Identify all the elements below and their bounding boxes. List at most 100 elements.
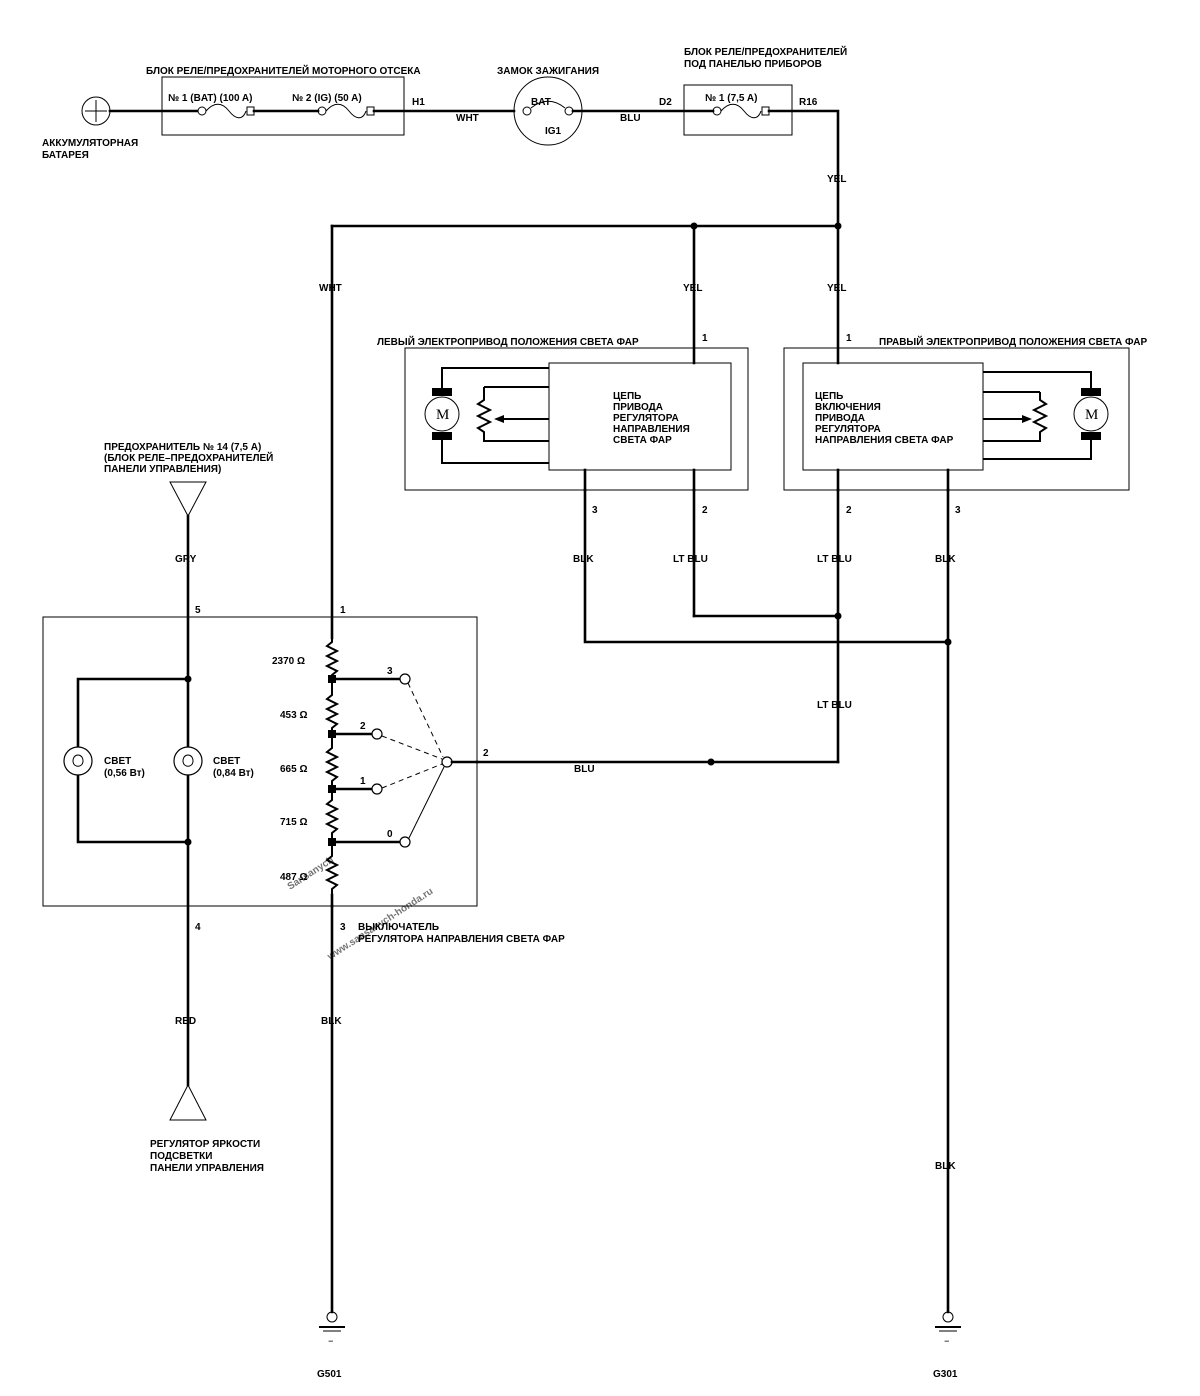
right-actuator-pin-3: 3 xyxy=(955,505,961,516)
resistor-value-2: 453 Ω xyxy=(280,710,307,721)
right-actuator-circuit-line-4: РЕГУЛЯТОРА xyxy=(815,424,881,435)
splice-dot xyxy=(834,612,842,620)
switch-title-2: РЕГУЛЯТОРА НАПРАВЛЕНИЯ СВЕТА ФАР xyxy=(358,934,565,945)
potentiometer-icon xyxy=(983,391,1049,442)
right-actuator-title: ПРАВЫЙ ЭЛЕКТРОПРИВОД ПОЛОЖЕНИЯ СВЕТА ФАР xyxy=(879,335,1148,348)
left-actuator-circuit-line-1: ЦЕПЬ xyxy=(613,391,641,402)
splice-dot xyxy=(184,675,192,683)
engine-fuse-2-label: № 2 (IG) (50 A) xyxy=(292,93,362,104)
left-actuator-circuit-line-4: НАПРАВЛЕНИЯ xyxy=(613,424,690,435)
right-actuator: ПРАВЫЙ ЭЛЕКТРОПРИВОД ПОЛОЖЕНИЯ СВЕТА ФАР… xyxy=(783,333,1148,516)
dimmer-line-2: ПОДСВЕТКИ xyxy=(150,1151,212,1162)
ignition-switch: ЗАМОК ЗАЖИГАНИЯ BAT IG1 xyxy=(497,66,599,146)
switch-pin-5: 5 xyxy=(195,605,201,616)
battery: АККУМУЛЯТОРНАЯ БАТАРЕЯ xyxy=(42,96,138,161)
left-motor-letter: M xyxy=(436,407,449,423)
switch-pin-1: 1 xyxy=(340,605,346,616)
wire-label-ltblu-left-actuator: LT BLU xyxy=(673,554,708,565)
left-actuator-circuit-line-2: ПРИВОДА xyxy=(613,402,663,413)
fuse-14: ПРЕДОХРАНИТЕЛЬ № 14 (7,5 A) (БЛОК РЕЛЕ–П… xyxy=(104,442,273,518)
dash-fuse-box-title-2: ПОД ПАНЕЛЬЮ ПРИБОРОВ xyxy=(684,59,822,70)
dash-fuse-label: № 1 (7,5 A) xyxy=(705,93,757,104)
left-actuator-pin-2: 2 xyxy=(702,505,708,516)
fuse-14-triangle-icon xyxy=(169,481,207,518)
dash-fuse-box-title-1: БЛОК РЕЛЕ/ПРЕДОХРАНИТЕЛЕЙ xyxy=(684,45,847,58)
wire-label-wht-left: WHT xyxy=(319,283,342,294)
ground-g301-label: G301 xyxy=(933,1369,958,1380)
ignition-bat: BAT xyxy=(531,97,551,108)
left-actuator-pin-1: 1 xyxy=(702,333,708,344)
dimmer-line-3: ПАНЕЛИ УПРАВЛЕНИЯ xyxy=(150,1163,264,1174)
left-actuator: ЛЕВЫЙ ЭЛЕКТРОПРИВОД ПОЛОЖЕНИЯ СВЕТА ФАР … xyxy=(377,333,749,516)
switch-position-3: 3 xyxy=(387,666,393,677)
splice-dot xyxy=(184,838,192,846)
engine-fuse-box-title: БЛОК РЕЛЕ/ПРЕДОХРАНИТЕЛЕЙ МОТОРНОГО ОТСЕ… xyxy=(146,64,421,77)
switch-title-1: ВЫКЛЮЧАТЕЛЬ xyxy=(358,922,439,933)
battery-label-2: БАТАРЕЯ xyxy=(42,150,89,161)
wire-label-blk-right-actuator: BLK xyxy=(935,554,956,565)
right-motor-letter: M xyxy=(1085,407,1098,423)
wire-label-blk-switch: BLK xyxy=(321,1016,342,1027)
ground-g501-minus: – xyxy=(328,1334,334,1347)
light-1-label: СВЕТ xyxy=(104,756,131,767)
wire-label-blk-ground: BLK xyxy=(935,1161,956,1172)
light-1-value: (0,56 Вт) xyxy=(104,768,145,779)
switch-pin-2: 2 xyxy=(483,748,489,759)
ground-g501: – G501 xyxy=(317,1311,345,1380)
yel-wire-top xyxy=(767,109,840,228)
engine-fuse-box: БЛОК РЕЛЕ/ПРЕДОХРАНИТЕЛЕЙ МОТОРНОГО ОТСЕ… xyxy=(146,64,425,136)
fuse-14-line-3: ПАНЕЛИ УПРАВЛЕНИЯ) xyxy=(104,464,221,475)
dash-fuse-terminal-r16: R16 xyxy=(799,97,818,108)
right-actuator-circuit-line-1: ЦЕПЬ xyxy=(815,391,843,402)
left-actuator-circuit-line-3: РЕГУЛЯТОРА xyxy=(613,413,679,424)
fuse-icon xyxy=(317,103,375,119)
wire-label-blu-top: BLU xyxy=(620,113,641,124)
resistor-value-5: 487 Ω xyxy=(280,872,307,883)
ground-g501-label: G501 xyxy=(317,1369,342,1380)
engine-fuse-1-label: № 1 (BAT) (100 A) xyxy=(168,93,253,104)
switch-position-1: 1 xyxy=(360,776,366,787)
motor-icon: M xyxy=(1073,388,1109,440)
ground-g301-minus: – xyxy=(944,1334,950,1347)
right-actuator-pin-2: 2 xyxy=(846,505,852,516)
right-actuator-circuit-line-5: НАПРАВЛЕНИЯ СВЕТА ФАР xyxy=(815,435,954,446)
light-2-value: (0,84 Вт) xyxy=(213,768,254,779)
splice-dot xyxy=(707,758,715,766)
splice-dot xyxy=(944,638,952,646)
wire-label-blk-left-actuator: BLK xyxy=(573,554,594,565)
dimmer-line-1: РЕГУЛЯТОР ЯРКОСТИ xyxy=(150,1139,260,1150)
potentiometer-icon xyxy=(475,386,549,442)
switch-position-2: 2 xyxy=(360,721,366,732)
switch-pin-4: 4 xyxy=(195,922,201,933)
dimmer-triangle-icon xyxy=(169,1083,207,1121)
dimmer: РЕГУЛЯТОР ЯРКОСТИ ПОДСВЕТКИ ПАНЕЛИ УПРАВ… xyxy=(150,1083,264,1174)
headlight-aim-switch: 5 1 4 3 2 ВЫКЛЮЧАТЕЛЬ РЕГУЛЯТОРА НАПРАВЛ… xyxy=(42,605,565,945)
wire-label-yel-top: YEL xyxy=(827,174,846,185)
left-actuator-circuit-line-5: СВЕТА ФАР xyxy=(613,435,672,446)
fuse-icon xyxy=(712,103,770,119)
resistor-value-4: 715 Ω xyxy=(280,817,307,828)
wire-label-red: RED xyxy=(175,1016,196,1027)
blk-wire-left-actuator xyxy=(583,488,950,644)
dash-fuse-terminal-d2: D2 xyxy=(659,97,672,108)
fuse-icon xyxy=(197,103,255,119)
wire-label-wht-top: WHT xyxy=(456,113,479,124)
battery-label-1: АККУМУЛЯТОРНАЯ xyxy=(42,138,138,149)
wire-label-yel-right: YEL xyxy=(827,283,846,294)
motor-icon: M xyxy=(424,388,460,440)
ground-g301: – G301 xyxy=(933,1311,961,1380)
wire-label-yel-mid: YEL xyxy=(683,283,702,294)
bulb-icon xyxy=(63,746,93,776)
fuse-14-line-1: ПРЕДОХРАНИТЕЛЬ № 14 (7,5 A) xyxy=(104,442,261,453)
wire-label-ltblu-right-actuator: LT BLU xyxy=(817,554,852,565)
resistor-value-3: 665 Ω xyxy=(280,764,307,775)
right-actuator-circuit-line-2: ВКЛЮЧЕНИЯ xyxy=(815,402,881,413)
resistor-ladder xyxy=(324,638,340,895)
left-actuator-title: ЛЕВЫЙ ЭЛЕКТРОПРИВОД ПОЛОЖЕНИЯ СВЕТА ФАР xyxy=(377,335,639,348)
ignition-title: ЗАМОК ЗАЖИГАНИЯ xyxy=(497,66,599,77)
switch-pin-3: 3 xyxy=(340,922,346,933)
dash-fuse-box: БЛОК РЕЛЕ/ПРЕДОХРАНИТЕЛЕЙ ПОД ПАНЕЛЬЮ ПР… xyxy=(659,45,847,136)
wire-label-ltblu-lower: LT BLU xyxy=(817,700,852,711)
resistor-value-1: 2370 Ω xyxy=(272,656,305,667)
